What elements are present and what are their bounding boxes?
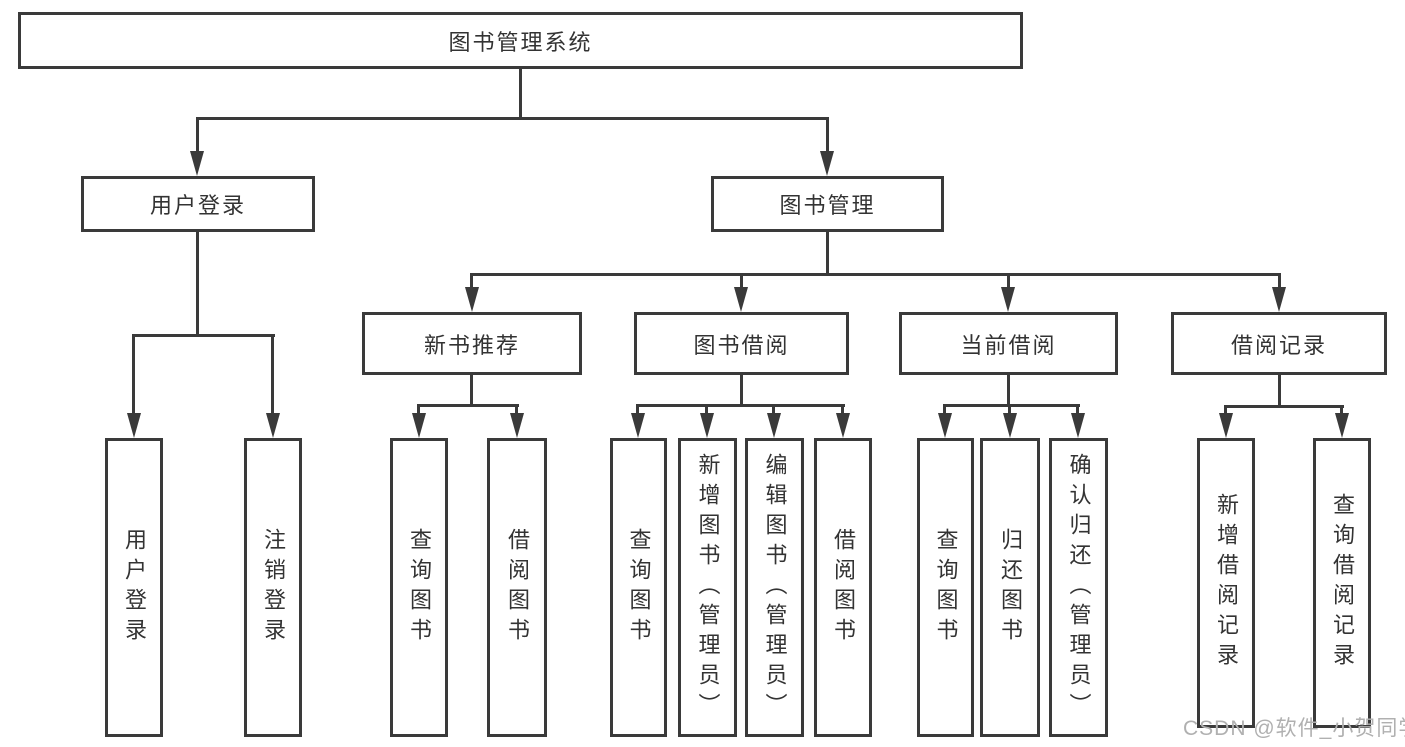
connector-drop-bookborrow bbox=[740, 275, 743, 289]
arrowhead-leaf-login bbox=[127, 413, 141, 438]
connector-groupC-drop4 bbox=[841, 404, 844, 414]
connector-groupC-rail bbox=[636, 404, 845, 407]
arrowhead-groupC-2 bbox=[700, 413, 714, 438]
node-borrow-records-label: 借阅记录 bbox=[1230, 332, 1327, 358]
connector-drop-leaf-login bbox=[132, 334, 135, 414]
connector-drop-currentborrow bbox=[1007, 275, 1010, 289]
arrowhead-newbook bbox=[465, 287, 479, 312]
connector-root-stem bbox=[519, 69, 522, 119]
leaf-borrow-query-books: 查询图书 bbox=[610, 438, 667, 737]
connector-login-stem bbox=[196, 231, 199, 336]
arrowhead-groupC-1 bbox=[631, 413, 645, 438]
leaf-user-login: 用户登录 bbox=[105, 438, 163, 737]
node-user-login: 用户登录 bbox=[81, 176, 315, 232]
connector-groupC-drop3 bbox=[772, 404, 775, 414]
connector-groupE-drop2 bbox=[1340, 405, 1343, 414]
connector-drop-newbook bbox=[470, 275, 473, 289]
leaf-recommend-query-books-label: 查询图书 bbox=[407, 527, 432, 648]
leaf-query-borrow-record: 查询借阅记录 bbox=[1313, 438, 1371, 728]
connector-groupD-drop1 bbox=[943, 404, 946, 414]
connector-groupE-rail bbox=[1224, 405, 1344, 408]
connector-level3-rail bbox=[470, 273, 1281, 276]
arrowhead-mgmt bbox=[820, 151, 834, 176]
leaf-add-books-admin: 新增图书（管理员） bbox=[678, 438, 737, 737]
arrowhead-groupD-1 bbox=[938, 413, 952, 438]
leaf-recommend-query-books: 查询图书 bbox=[390, 438, 448, 737]
leaf-add-books-admin-label: 新增图书（管理员） bbox=[695, 452, 721, 723]
connector-groupD-stem bbox=[1007, 374, 1010, 407]
arrowhead-leaf-logout bbox=[266, 413, 280, 438]
connector-groupB-drop1 bbox=[417, 404, 420, 414]
leaf-query-borrow-record-label: 查询借阅记录 bbox=[1330, 493, 1355, 673]
leaf-borrow-books: 借阅图书 bbox=[814, 438, 872, 737]
arrowhead-groupB-1 bbox=[412, 413, 426, 438]
leaf-logout: 注销登录 bbox=[244, 438, 302, 737]
connector-groupB-rail bbox=[417, 404, 519, 407]
arrowhead-groupC-4 bbox=[836, 413, 850, 438]
node-user-login-label: 用户登录 bbox=[149, 193, 246, 218]
arrowhead-borrowrecords bbox=[1272, 287, 1286, 312]
node-new-book-recommend-label: 新书推荐 bbox=[423, 332, 520, 358]
node-book-borrow: 图书借阅 bbox=[634, 312, 849, 375]
arrowhead-groupD-3 bbox=[1071, 413, 1085, 438]
arrowhead-groupB-2 bbox=[510, 413, 524, 438]
leaf-current-query-books: 查询图书 bbox=[917, 438, 974, 737]
node-root-label: 图书管理系统 bbox=[448, 29, 593, 55]
node-current-borrow: 当前借阅 bbox=[899, 312, 1118, 375]
leaf-recommend-borrow-books-label: 借阅图书 bbox=[505, 527, 530, 648]
leaf-return-books: 归还图书 bbox=[980, 438, 1040, 737]
node-book-management-label: 图书管理 bbox=[779, 193, 876, 218]
node-book-borrow-label: 图书借阅 bbox=[693, 332, 790, 358]
arrowhead-groupD-2 bbox=[1003, 413, 1017, 438]
arrowhead-groupC-3 bbox=[767, 413, 781, 438]
arrowhead-groupE-2 bbox=[1335, 413, 1349, 438]
connector-drop-leaf-logout bbox=[271, 334, 274, 414]
connector-groupE-stem bbox=[1278, 374, 1281, 408]
arrowhead-bookborrow bbox=[734, 287, 748, 312]
connector-groupC-stem bbox=[740, 374, 743, 407]
connector-groupD-rail bbox=[943, 404, 1080, 407]
csdn-watermark: CSDN @软件_小贺同学 bbox=[1183, 717, 1405, 740]
leaf-borrow-books-label: 借阅图书 bbox=[831, 527, 856, 648]
leaf-confirm-return-admin-label: 确认归还（管理员） bbox=[1066, 452, 1092, 723]
leaf-borrow-query-books-label: 查询图书 bbox=[626, 527, 652, 648]
leaf-logout-label: 注销登录 bbox=[261, 527, 286, 648]
leaf-confirm-return-admin: 确认归还（管理员） bbox=[1049, 438, 1108, 737]
arrowhead-login bbox=[190, 151, 204, 176]
connector-groupB-stem bbox=[470, 374, 473, 407]
leaf-edit-books-admin-label: 编辑图书（管理员） bbox=[762, 452, 788, 723]
node-new-book-recommend: 新书推荐 bbox=[362, 312, 582, 375]
leaf-recommend-borrow-books: 借阅图书 bbox=[487, 438, 547, 737]
node-book-management: 图书管理 bbox=[711, 176, 944, 232]
connector-groupD-drop3 bbox=[1076, 404, 1079, 414]
leaf-add-borrow-record: 新增借阅记录 bbox=[1197, 438, 1255, 728]
leaf-return-books-label: 归还图书 bbox=[998, 527, 1023, 648]
leaf-current-query-books-label: 查询图书 bbox=[933, 527, 959, 648]
connector-groupB-drop2 bbox=[515, 404, 518, 414]
leaf-add-borrow-record-label: 新增借阅记录 bbox=[1214, 493, 1239, 673]
node-borrow-records: 借阅记录 bbox=[1171, 312, 1387, 375]
connector-drop-mgmt bbox=[826, 117, 829, 151]
leaf-edit-books-admin: 编辑图书（管理员） bbox=[745, 438, 804, 737]
node-current-borrow-label: 当前借阅 bbox=[960, 332, 1057, 358]
connector-login-rail bbox=[132, 334, 275, 337]
node-root: 图书管理系统 bbox=[18, 12, 1023, 69]
connector-groupC-drop1 bbox=[636, 404, 639, 414]
connector-drop-borrowrecords bbox=[1278, 275, 1281, 289]
connector-groupD-drop2 bbox=[1008, 404, 1011, 414]
connector-groupC-drop2 bbox=[705, 404, 708, 414]
connector-level1-rail bbox=[196, 117, 829, 120]
connector-groupE-drop1 bbox=[1224, 405, 1227, 414]
leaf-user-login-label: 用户登录 bbox=[122, 527, 147, 648]
connector-drop-login bbox=[196, 117, 199, 151]
arrowhead-groupE-1 bbox=[1219, 413, 1233, 438]
connector-mgmt-stem bbox=[826, 231, 829, 276]
arrowhead-currentborrow bbox=[1001, 287, 1015, 312]
